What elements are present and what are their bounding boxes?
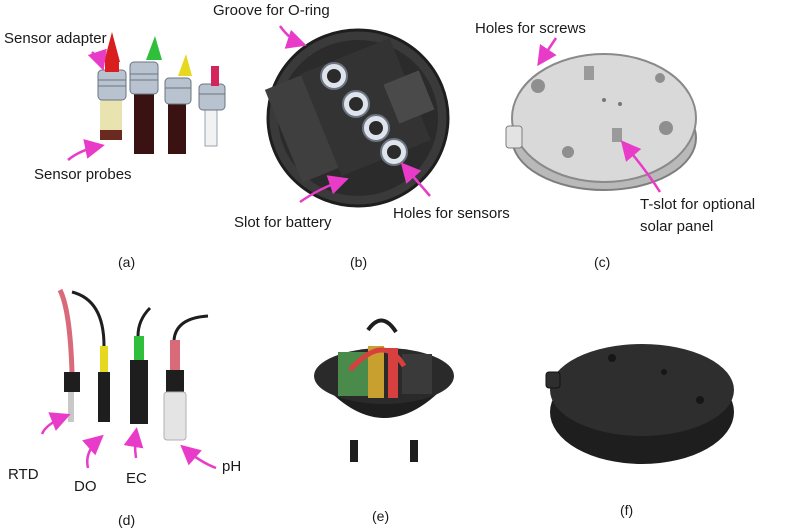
caption-e: (e) <box>372 508 390 524</box>
label-solar-panel: solar panel <box>640 218 714 235</box>
caption-c: (c) <box>594 254 611 270</box>
enclosure-bottom-render <box>505 53 697 191</box>
caption-b: (b) <box>350 254 368 270</box>
caption-d: (d) <box>118 512 136 528</box>
label-holes-sensors: Holes for sensors <box>393 205 510 222</box>
label-holes-screws: Holes for screws <box>475 20 586 37</box>
label-rtd: RTD <box>8 466 39 483</box>
sensor-probes-render <box>97 32 226 154</box>
caption-a: (a) <box>118 254 136 270</box>
label-ph: pH <box>222 458 242 475</box>
assembled-unit-photo <box>314 318 454 462</box>
label-do: DO <box>74 478 97 495</box>
enclosure-top-render <box>264 28 450 208</box>
label-sensor-adapter: Sensor adapter <box>4 30 107 47</box>
label-t-slot: T-slot for optional <box>640 196 756 213</box>
label-ec: EC <box>126 470 147 487</box>
caption-f: (f) <box>620 502 634 518</box>
label-sensor-probes: Sensor probes <box>34 166 132 183</box>
housing-bottom-photo <box>545 344 734 464</box>
label-slot-battery: Slot for battery <box>234 214 332 231</box>
label-groove-oring: Groove for O-ring <box>213 2 330 19</box>
sensor-probes-photo <box>57 288 209 441</box>
